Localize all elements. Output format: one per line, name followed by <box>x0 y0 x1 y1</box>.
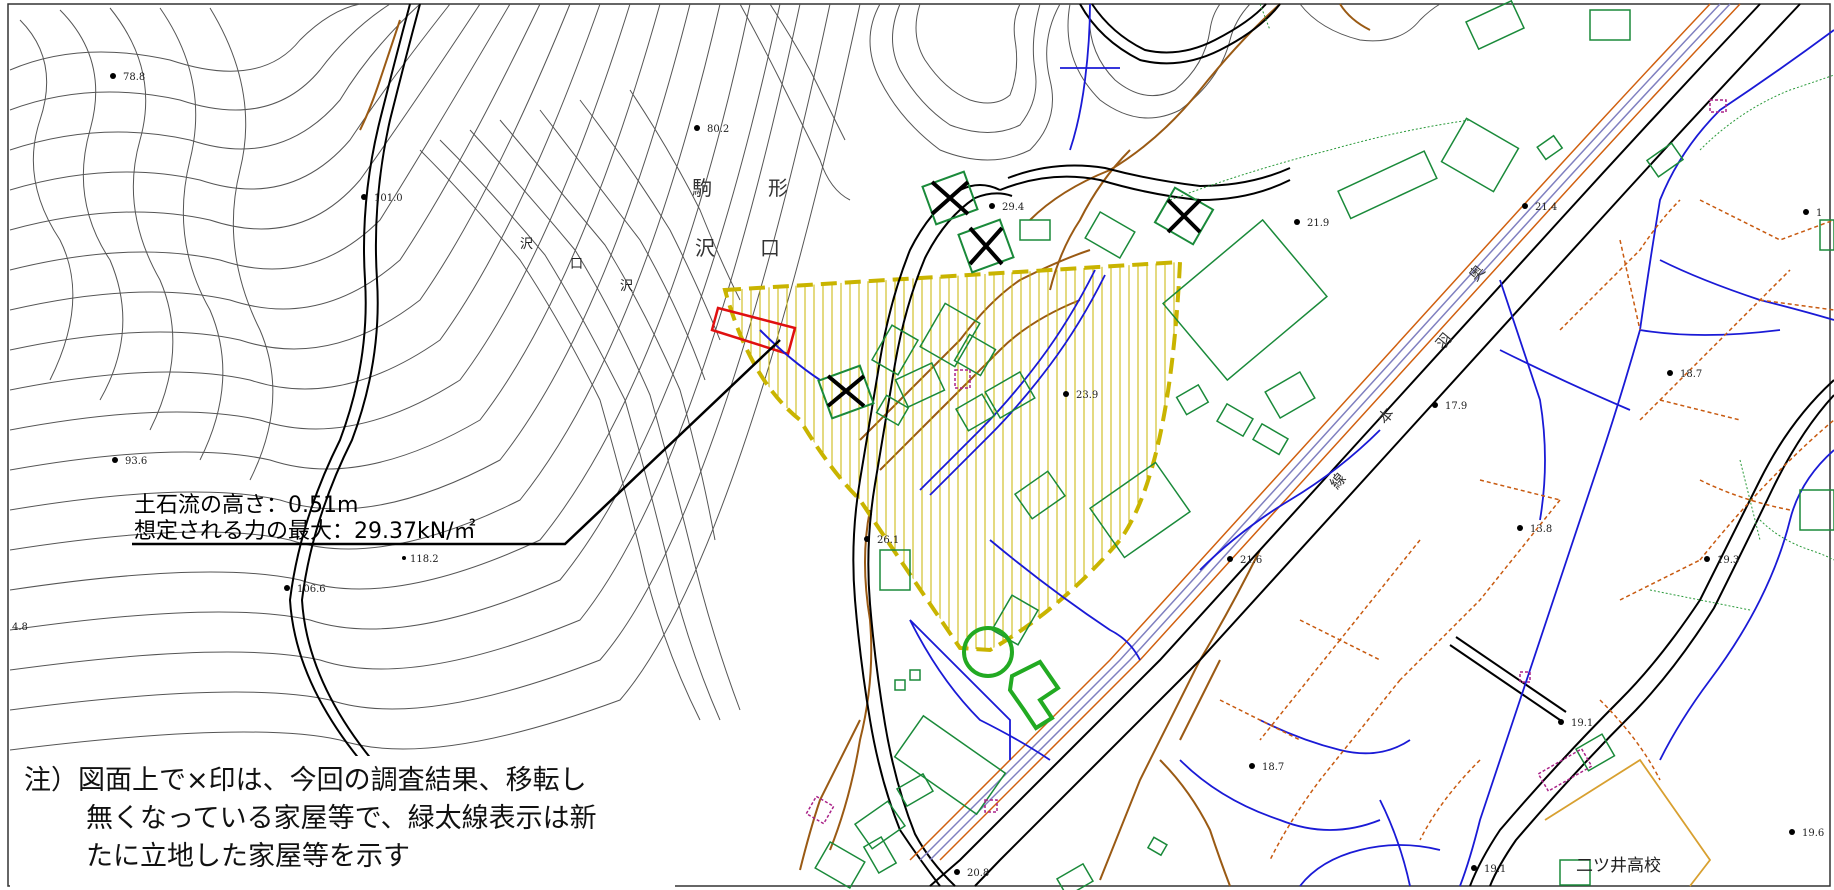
svg-text:18.7: 18.7 <box>1680 369 1702 380</box>
elevation-point: 118.2 <box>402 554 439 565</box>
elevation-point: 19.1 <box>1471 864 1506 875</box>
dashed-structures <box>805 99 1727 825</box>
svg-text:17.9: 17.9 <box>1445 401 1467 412</box>
school-outline <box>1544 758 1712 887</box>
elevation-point: 4.8 <box>12 622 28 633</box>
elevation-point: 19.1 <box>1558 718 1593 729</box>
annotation-leader <box>132 339 781 546</box>
elevation-point: 18.7 <box>1249 762 1284 773</box>
elevation-point: 29.4 <box>989 202 1024 213</box>
elevation-point: 1 <box>1803 208 1822 219</box>
svg-text:93.6: 93.6 <box>125 456 147 467</box>
svg-text:20.8: 20.8 <box>967 868 989 879</box>
new-buildings <box>962 626 1061 731</box>
hazard-zone-boundary <box>722 259 1183 653</box>
svg-text:19.3: 19.3 <box>1717 555 1739 566</box>
stream-label: 口 <box>570 257 583 272</box>
elevation-point: 23.9 <box>1063 390 1098 401</box>
place-label: 口 <box>760 236 780 260</box>
x-mark-icon <box>1153 186 1215 246</box>
svg-text:18.7: 18.7 <box>1262 762 1284 773</box>
elevation-point: 93.6 <box>112 456 147 467</box>
svg-text:26.1: 26.1 <box>877 535 899 546</box>
school-label: 二ツ井高校 <box>1576 856 1661 876</box>
svg-text:106.6: 106.6 <box>297 584 326 595</box>
elevation-points: 78.8 80.2 101.0 29.4 21.9 21.4 93.6 23.9… <box>12 72 1824 879</box>
svg-text:21.4: 21.4 <box>1535 202 1557 213</box>
stream-label: 沢 <box>520 237 533 252</box>
svg-text:118.2: 118.2 <box>410 554 439 565</box>
roads <box>288 3 1834 887</box>
svg-text:13.8: 13.8 <box>1530 524 1552 535</box>
elevation-point: 21.6 <box>1227 555 1262 566</box>
svg-text:21.9: 21.9 <box>1307 218 1329 229</box>
elevation-point: 17.9 <box>1432 401 1467 412</box>
svg-text:78.8: 78.8 <box>123 72 145 83</box>
svg-text:23.9: 23.9 <box>1076 390 1098 401</box>
svg-text:21.6: 21.6 <box>1240 555 1262 566</box>
svg-text:19.1: 19.1 <box>1571 718 1593 729</box>
elevation-point: 20.8 <box>954 868 989 879</box>
place-labels: 駒 形 沢 口 沢 口 沢 <box>520 176 788 294</box>
svg-text:1: 1 <box>1816 208 1822 219</box>
place-label: 形 <box>768 176 788 200</box>
source-area <box>710 306 797 356</box>
removed-house-marks <box>817 170 1215 420</box>
x-mark-icon <box>921 170 979 226</box>
elevation-point: 101.0 <box>361 193 403 204</box>
annotation-height: 土石流の高さ：0.51m <box>134 493 358 518</box>
elevation-point: 13.8 <box>1517 524 1552 535</box>
contour-lines <box>9 3 1441 751</box>
svg-text:80.2: 80.2 <box>707 124 729 135</box>
place-label: 沢 <box>695 236 715 260</box>
elevation-point: 106.6 <box>284 584 326 595</box>
lot-boundaries <box>1219 199 1834 861</box>
svg-text:19.1: 19.1 <box>1484 864 1506 875</box>
elevation-point: 26.1 <box>864 535 899 546</box>
legend-note-line: 注）図面上で×印は、今回の調査結果、移転し <box>24 765 587 796</box>
source-area-channel <box>759 329 821 381</box>
elevation-point: 19.6 <box>1789 828 1824 839</box>
legend-note-line: たに立地した家屋等を示す <box>86 841 410 872</box>
svg-text:101.0: 101.0 <box>374 193 403 204</box>
elevation-point: 19.3 <box>1704 555 1739 566</box>
legend-note-line: 無くなっている家屋等で、緑太線表示は新 <box>86 803 597 834</box>
svg-text:19.6: 19.6 <box>1802 828 1824 839</box>
railway-lines <box>909 3 1741 861</box>
place-label: 駒 <box>692 176 712 200</box>
buildings <box>814 0 1834 890</box>
x-mark-icon <box>817 364 875 420</box>
green-parcel-lines <box>1169 3 1834 611</box>
elevation-point: 18.7 <box>1667 369 1702 380</box>
elevation-point: 21.9 <box>1294 218 1329 229</box>
stream-label: 沢 <box>620 279 633 294</box>
legend-note: 注）図面上で×印は、今回の調査結果、移転し 無くなっている家屋等で、緑太線表示は… <box>10 756 675 888</box>
elevation-point: 78.8 <box>110 72 145 83</box>
elevation-point: 21.4 <box>1522 202 1557 213</box>
svg-text:4.8: 4.8 <box>12 622 28 633</box>
rivers <box>909 3 1834 887</box>
annotation-force: 想定される力の最大：29.37kN/㎡ <box>134 518 476 544</box>
svg-text:29.4: 29.4 <box>1002 202 1024 213</box>
x-mark-icon <box>957 218 1015 274</box>
elevation-point: 80.2 <box>694 124 729 135</box>
